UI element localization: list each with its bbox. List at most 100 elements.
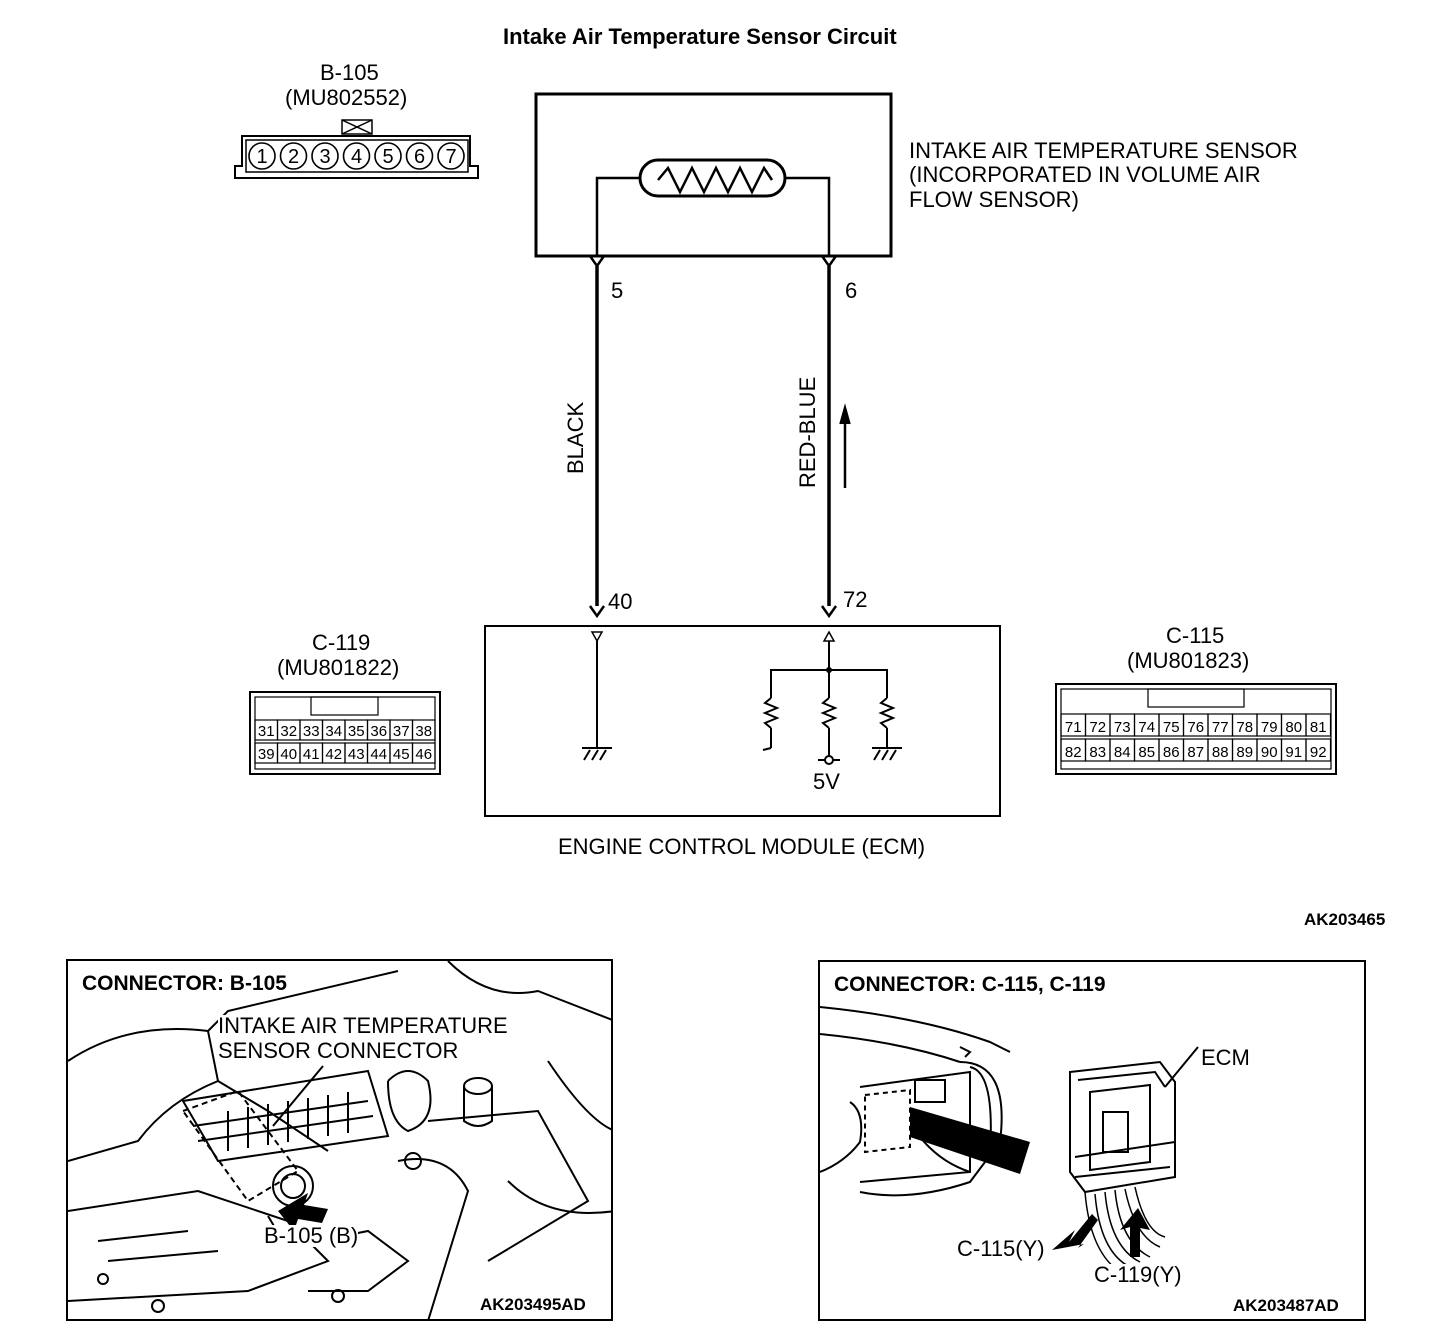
b105-pin-circle <box>279 142 308 170</box>
c119-pin-number: 39 <box>258 746 275 763</box>
b105-pin-circle <box>311 142 339 170</box>
c115-pin-number: 74 <box>1138 719 1155 736</box>
b105-pin-number: 3 <box>319 146 330 168</box>
sensor-pin-6: 6 <box>845 278 858 303</box>
ground-symbol-left <box>582 747 612 761</box>
sensor-box <box>534 92 893 258</box>
resistor-3 <box>878 697 896 729</box>
sensor-label-line3: FLOW SENSOR) <box>909 187 1079 212</box>
b105-id: B-105 <box>320 60 379 85</box>
c115-pin-number: 81 <box>1310 719 1327 736</box>
terminal-mark-72 <box>820 605 838 619</box>
ecm-pin-72-marker <box>822 630 836 642</box>
c115-pin-number: 85 <box>1138 744 1155 761</box>
projection-wedge <box>910 1107 1030 1174</box>
c115-pin-number: 78 <box>1236 719 1253 736</box>
arrow-c119 <box>1120 1208 1150 1257</box>
wire-color-red-blue: RED-BLUE <box>795 376 820 488</box>
b105-pin-circle <box>437 142 465 170</box>
panel-right-c115-label: C-115(Y) <box>957 1236 1045 1261</box>
c115-pin-number: 92 <box>1310 744 1327 761</box>
c115-pin-number: 72 <box>1089 719 1106 736</box>
resistor-1 <box>762 697 780 729</box>
c119-id: C-119 <box>312 630 371 655</box>
harness-bundle <box>1084 1186 1166 1273</box>
ecm-pin-40: 40 <box>608 589 633 614</box>
c115-pin-number: 90 <box>1261 744 1278 761</box>
c119-pin-number: 45 <box>393 746 410 763</box>
ecm-pin-72: 72 <box>843 587 868 612</box>
c115-pin-number: 76 <box>1187 719 1204 736</box>
panel-left-code: AK203495AD <box>480 1295 586 1314</box>
resistor-2 <box>820 697 838 729</box>
panel-right-heading: CONNECTOR: C-115, C-119 <box>834 973 1106 996</box>
c115-pin-number: 89 <box>1236 744 1253 761</box>
b105-pin-number: 4 <box>351 146 362 168</box>
c115-pin-number: 91 <box>1285 744 1302 761</box>
ecm-illustration <box>820 1006 1199 1273</box>
c119-pin-number: 32 <box>280 723 297 740</box>
pointer-arrow <box>278 1193 328 1231</box>
c119-pin-number: 46 <box>415 746 432 763</box>
c119-pin-number: 42 <box>325 746 342 763</box>
ecm-box <box>484 625 1001 817</box>
c119-pin-number: 38 <box>415 723 432 740</box>
b105-pin-number: 2 <box>288 146 299 168</box>
engine-bay-illustration <box>68 961 611 1319</box>
c115-pin-number: 75 <box>1163 719 1180 736</box>
terminal-mark-40 <box>588 605 606 619</box>
sensor-lead-left <box>595 176 640 256</box>
panel-right-c119-label: C-119(Y) <box>1094 1262 1182 1287</box>
c115-pin-number: 82 <box>1065 744 1082 761</box>
c115-pin-number: 71 <box>1065 719 1082 736</box>
thermistor-capsule <box>638 158 787 198</box>
panel-left-pointer-label: B-105 (B) <box>264 1223 359 1248</box>
panel-left-heading: CONNECTOR: B-105 <box>82 972 287 995</box>
c119-pin-number: 34 <box>325 723 342 740</box>
diagram-title: Intake Air Temperature Sensor Circuit <box>503 24 897 49</box>
c119-part: (MU801822) <box>277 655 400 680</box>
c115-cell <box>1305 713 1332 737</box>
c119-pin-number: 40 <box>280 746 297 763</box>
b105-pin-circle <box>374 142 402 170</box>
arrow-c115 <box>1052 1214 1098 1250</box>
sensor-pin-5: 5 <box>611 278 624 303</box>
figure-code: AK203465 <box>1304 910 1386 929</box>
panel-right-ecm-label: ECM <box>1201 1045 1250 1070</box>
panel-left-callout-line1: INTAKE AIR TEMPERATURE <box>218 1013 508 1038</box>
c119-pin-number: 44 <box>370 746 387 763</box>
b105-part: (MU802552) <box>285 85 408 110</box>
c115-pin-number: 84 <box>1114 744 1131 761</box>
c119-pin-number: 35 <box>348 723 365 740</box>
c119-cell <box>411 719 436 741</box>
b105-pin-circle <box>342 142 371 170</box>
c115-pin-number: 88 <box>1212 744 1229 761</box>
thermistor-zigzag <box>657 165 774 195</box>
sensor-lead-right <box>785 176 831 256</box>
sensor-label-line1: INTAKE AIR TEMPERATURE SENSOR <box>909 138 1298 163</box>
ground-symbol-right <box>872 747 902 761</box>
c115-part: (MU801823) <box>1127 648 1250 673</box>
supply-node <box>824 755 834 765</box>
c119-pin-number: 33 <box>303 723 320 740</box>
c119-pin-number: 43 <box>348 746 365 763</box>
c115-cell <box>1305 738 1332 762</box>
b105-pin-number: 6 <box>414 146 425 168</box>
ecm-pin-40-marker <box>590 631 604 643</box>
b105-pin-circle <box>248 142 276 170</box>
connector-b105-face <box>234 119 479 179</box>
c115-pin-number: 80 <box>1285 719 1302 736</box>
b105-pin-number: 7 <box>445 146 456 168</box>
c119-pin-number: 36 <box>370 723 387 740</box>
c115-pin-number: 83 <box>1089 744 1106 761</box>
b105-pin-number: 5 <box>382 146 393 168</box>
c119-pin-number: 41 <box>303 746 320 763</box>
c115-pin-number: 73 <box>1114 719 1131 736</box>
wire-color-black: BLACK <box>563 401 588 474</box>
sensor-label-line2: (INCORPORATED IN VOLUME AIR <box>909 162 1261 187</box>
flow-arrow-head <box>839 403 851 425</box>
